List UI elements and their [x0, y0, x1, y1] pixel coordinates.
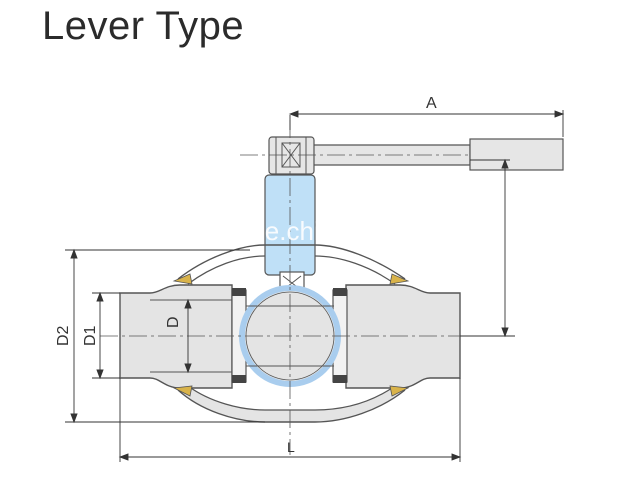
- dimension-label-d2: D2: [55, 325, 72, 346]
- lever-handle: [268, 136, 564, 175]
- dimension-lines: [65, 110, 565, 462]
- dimension-label-d: D: [165, 316, 182, 328]
- page-title: Lever Type: [42, 4, 245, 48]
- dimension-label-d1: D1: [82, 325, 99, 346]
- dimension-label-l: L: [287, 439, 295, 455]
- dimension-label-a: A: [426, 95, 437, 112]
- watermark: trade.china.cn: [220, 216, 383, 246]
- valve-body: [100, 120, 510, 455]
